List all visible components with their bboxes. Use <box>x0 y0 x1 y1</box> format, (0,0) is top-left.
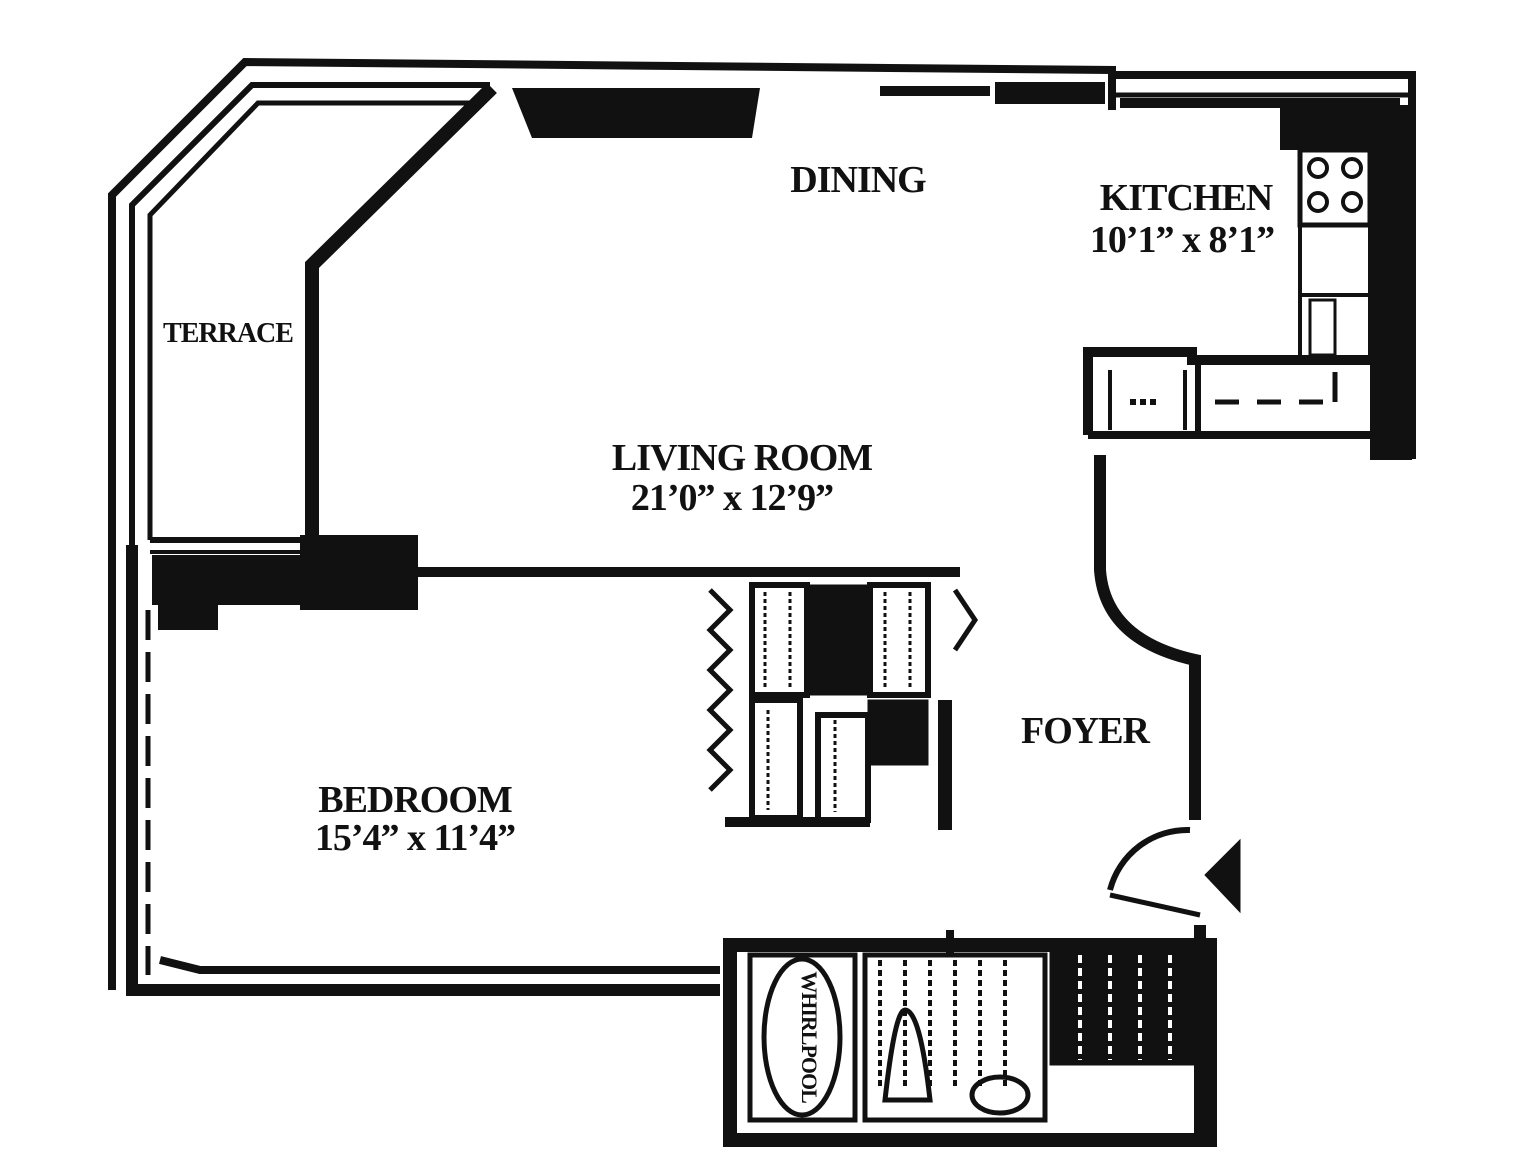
bedroom-label: BEDROOM <box>318 779 512 821</box>
terrace-wall <box>150 83 497 554</box>
whirlpool-label: WHIRLPOOL <box>797 971 822 1103</box>
interior-walls <box>126 535 960 996</box>
windows <box>512 82 1400 138</box>
room-labels: DINING KITCHEN 10’1” x 8’1” TERRACE LIVI… <box>163 159 1275 1103</box>
living-room-label: LIVING ROOM <box>612 437 872 479</box>
dining-label: DINING <box>790 159 926 201</box>
foyer-label: FOYER <box>1021 710 1151 752</box>
kitchen-size: 10’1” x 8’1” <box>1090 219 1274 261</box>
whirlpool-tub <box>761 956 843 1118</box>
kitchen-label: KITCHEN <box>1100 177 1273 219</box>
closets <box>706 582 979 830</box>
bathroom <box>723 930 1217 1147</box>
kitchen-walls <box>1083 105 1412 460</box>
terrace-label: TERRACE <box>163 318 293 349</box>
bedroom-size: 15’4” x 11’4” <box>315 817 515 859</box>
living-room-size: 21’0” x 12’9” <box>631 477 833 519</box>
